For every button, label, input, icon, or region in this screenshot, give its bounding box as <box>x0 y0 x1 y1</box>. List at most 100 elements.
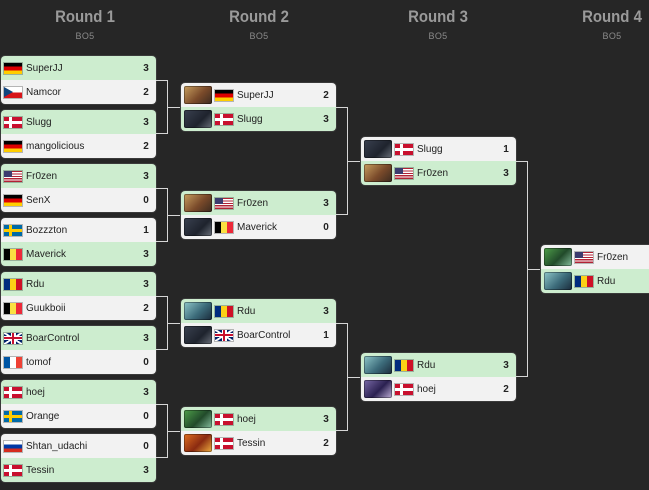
player-name: Rdu <box>26 278 45 290</box>
player-slot[interactable]: SenX 0 <box>1 188 156 212</box>
flag-icon <box>215 437 233 449</box>
player-score: 3 <box>143 62 149 74</box>
player-score: 0 <box>143 410 149 422</box>
hero-portrait-icon <box>184 410 212 428</box>
hero-portrait-icon <box>184 326 212 344</box>
bracket-connector <box>156 296 168 350</box>
round-format: BO5 <box>249 31 269 41</box>
player-name: hoej <box>26 386 45 398</box>
player-name: Slugg <box>237 113 263 125</box>
flag-icon <box>395 359 413 371</box>
player-score: 3 <box>143 386 149 398</box>
player-slot[interactable]: Fr0zen <box>541 245 649 269</box>
flag-icon <box>395 167 413 179</box>
player-score: 3 <box>143 116 149 128</box>
round-format: BO5 <box>428 31 448 41</box>
player-name: Fr0zen <box>417 167 449 179</box>
player-name: SuperJJ <box>237 89 274 101</box>
bracket-connector <box>168 107 181 108</box>
flag-icon <box>215 89 233 101</box>
player-score: 0 <box>143 356 149 368</box>
player-name: Namcor <box>26 86 62 98</box>
player-name: Rdu <box>417 359 436 371</box>
flag-icon <box>395 143 413 155</box>
player-name: SenX <box>26 194 51 206</box>
bracket-connector <box>156 188 168 242</box>
round-format: BO5 <box>602 31 622 41</box>
round-title: Round 3 <box>408 7 468 26</box>
round-format: BO5 <box>75 31 95 41</box>
player-name: BoarControl <box>237 329 291 341</box>
round-3-header: Round 3 BO5 <box>398 6 478 41</box>
player-score: 3 <box>323 305 329 317</box>
match-r4-1[interactable]: Fr0zen Rdu <box>541 245 649 293</box>
player-score: 2 <box>323 437 329 449</box>
bracket-connector <box>516 161 528 377</box>
flag-icon <box>4 170 22 182</box>
bracket-connector <box>168 431 181 432</box>
hero-portrait-icon <box>364 140 392 158</box>
hero-portrait-icon <box>184 434 212 452</box>
player-score: 0 <box>143 194 149 206</box>
flag-icon <box>4 410 22 422</box>
player-slot[interactable]: Rdu 3 <box>361 353 516 377</box>
player-score: 3 <box>143 170 149 182</box>
bracket-connector <box>156 404 168 458</box>
flag-icon <box>4 86 22 98</box>
player-slot[interactable]: Fr0zen 3 <box>1 164 156 188</box>
bracket-connector <box>168 215 181 216</box>
player-name: Fr0zen <box>26 170 58 182</box>
flag-icon <box>4 302 22 314</box>
player-score: 3 <box>503 359 509 371</box>
player-slot[interactable]: Rdu <box>541 269 649 293</box>
player-name: BoarControl <box>26 332 80 344</box>
player-score: 2 <box>143 86 149 98</box>
round-title: Round 4 <box>582 7 642 26</box>
player-score: 2 <box>143 302 149 314</box>
flag-icon <box>4 332 22 344</box>
flag-icon <box>215 113 233 125</box>
player-slot[interactable]: hoej 3 <box>1 380 156 404</box>
player-slot[interactable]: Namcor 2 <box>1 80 156 104</box>
hero-portrait-icon <box>184 218 212 236</box>
player-score: 0 <box>323 221 329 233</box>
match-r1-3[interactable]: Fr0zen 3 SenX 0 <box>1 164 156 212</box>
flag-icon <box>575 251 593 263</box>
